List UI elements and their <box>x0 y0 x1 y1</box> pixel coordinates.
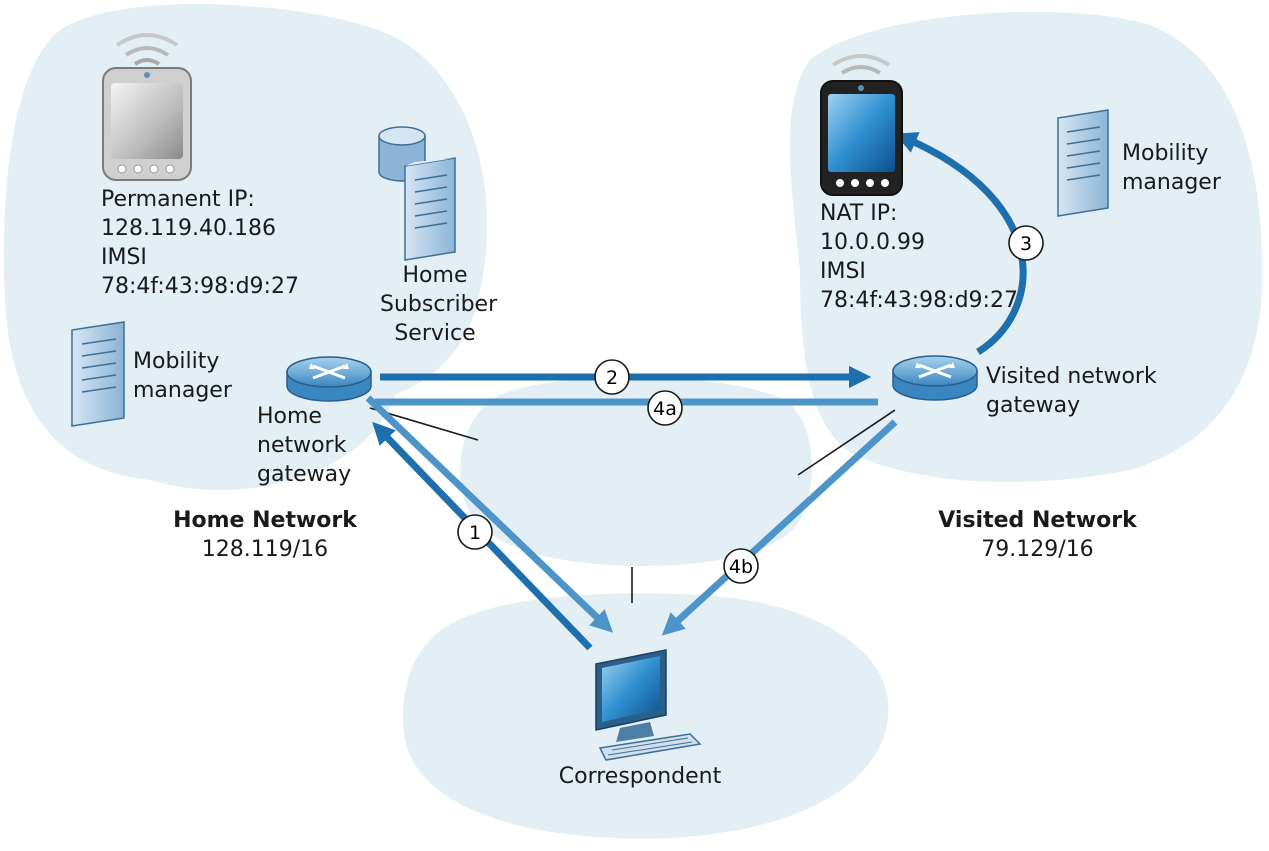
step-4b-label: 4b <box>729 556 753 578</box>
home-gateway-label: Home network gateway <box>257 402 351 489</box>
home-subscriber-service-label: Home Subscriber Service <box>380 261 498 348</box>
visited-mobile-info: NAT IP: 10.0.0.99 IMSI 78:4f:43:98:d9:27 <box>820 199 1018 315</box>
correspondent-computer-icon <box>595 649 702 761</box>
visited-mobile-imsi: 78:4f:43:98:d9:27 <box>820 288 1018 313</box>
home-gw-line2: network <box>257 433 347 458</box>
home-mobile-info: Permanent IP: 128.119.40.186 IMSI 78:4f:… <box>101 185 299 301</box>
visited-gw-line1: Visited network <box>986 364 1157 389</box>
home-mm-line1: Mobility <box>133 349 220 374</box>
visited-mobility-manager-server-icon <box>1057 109 1109 217</box>
step-3-label: 3 <box>1020 233 1032 255</box>
home-mobile-phone-icon <box>102 33 192 181</box>
step-4b-badge: 4b <box>723 548 759 584</box>
home-mobile-imsi-label: IMSI <box>101 245 147 270</box>
home-mobile-imsi: 78:4f:43:98:d9:27 <box>101 274 299 299</box>
home-mm-line2: manager <box>133 378 232 403</box>
step-3-badge: 3 <box>1008 225 1044 261</box>
visited-network-name: Visited Network <box>938 508 1137 533</box>
step-2-label: 2 <box>606 367 618 389</box>
home-mobile-ip: 128.119.40.186 <box>101 216 276 241</box>
home-mobility-manager-label: Mobility manager <box>133 347 232 405</box>
home-mobile-ip-label: Permanent IP: <box>101 187 255 212</box>
home-subscriber-service-icon <box>378 126 456 261</box>
visited-mm-line1: Mobility <box>1122 141 1209 166</box>
home-gateway-router-icon <box>286 356 372 402</box>
home-network-name: Home Network <box>173 508 357 533</box>
step-1-badge: 1 <box>457 514 493 550</box>
visited-network-prefix: 79.129/16 <box>981 537 1094 562</box>
visited-gateway-router-icon <box>892 355 978 401</box>
visited-mobile-ip-label: NAT IP: <box>820 201 898 226</box>
visited-mobile-phone-icon <box>820 54 903 196</box>
visited-mobility-manager-label: Mobility manager <box>1122 139 1221 197</box>
visited-mobile-imsi-label: IMSI <box>820 259 866 284</box>
visited-mm-line2: manager <box>1122 170 1221 195</box>
visited-gw-link <box>797 409 896 476</box>
hss-line1: Home <box>402 263 468 288</box>
step-4a-label: 4a <box>653 398 677 420</box>
hss-line2: Subscriber <box>380 292 498 317</box>
visited-mobile-ip: 10.0.0.99 <box>820 230 925 255</box>
arrow-step-4b <box>661 419 898 636</box>
home-network-prefix: 128.119/16 <box>201 537 329 562</box>
home-gw-line3: gateway <box>257 462 352 487</box>
step-1-label: 1 <box>469 522 481 544</box>
internet-cloud <box>460 376 812 566</box>
correspondent-label: Correspondent <box>558 764 722 789</box>
home-gw-line1: Home <box>257 404 322 429</box>
home-mobility-manager-server-icon <box>71 321 125 427</box>
step-2-badge: 2 <box>594 359 630 395</box>
arrow-home-to-correspondent <box>365 395 614 633</box>
home-network-caption: Home Network 128.119/16 <box>150 506 380 564</box>
hss-line3: Service <box>394 321 476 346</box>
step-4a-badge: 4a <box>647 390 683 426</box>
visited-network-caption: Visited Network 79.129/16 <box>920 506 1155 564</box>
visited-gateway-label: Visited network gateway <box>986 362 1157 420</box>
visited-gw-line2: gateway <box>986 393 1081 418</box>
